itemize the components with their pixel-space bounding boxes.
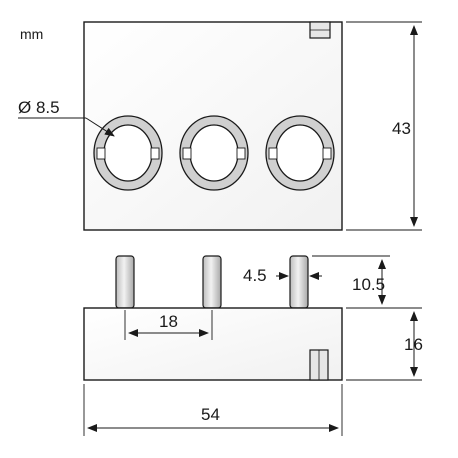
dimension-base-height: 16 — [346, 307, 423, 381]
dimension-pin-height: 10.5 — [312, 255, 390, 305]
pin-3 — [289, 255, 309, 309]
hole-1 — [93, 115, 163, 191]
pin-2 — [202, 255, 222, 309]
side-view: 4.5 10.5 18 16 54 — [83, 255, 423, 436]
dimension-overall-width-label: 54 — [201, 405, 220, 424]
dimension-height-43: 43 — [346, 21, 422, 231]
dimension-pin-width-label: 4.5 — [243, 266, 267, 285]
dimension-height-label: 43 — [392, 119, 411, 138]
dimension-overall-width: 54 — [83, 384, 343, 436]
hole-diameter-label: Ø 8.5 — [18, 98, 60, 117]
top-view: Ø 8.5 — [18, 21, 343, 231]
dimension-pin-width: 4.5 — [243, 266, 322, 285]
units-label: mm — [20, 26, 43, 42]
hole-3 — [265, 115, 335, 191]
hole-2 — [179, 115, 249, 191]
dimension-base-height-label: 16 — [404, 335, 423, 354]
dimension-pin-height-label: 10.5 — [352, 275, 385, 294]
dimension-pin-spacing: 18 — [124, 310, 213, 340]
side-view-body — [83, 307, 343, 381]
pin-1 — [115, 255, 135, 309]
dimension-pin-spacing-label: 18 — [159, 312, 178, 331]
